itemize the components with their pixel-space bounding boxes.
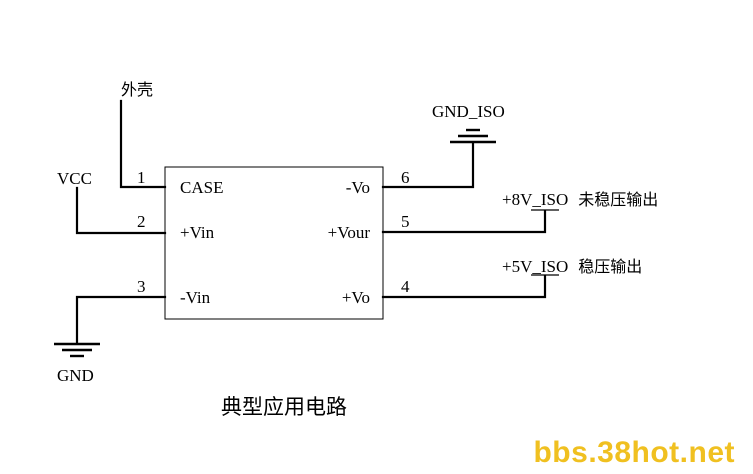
unregulated-output-wire: [381, 209, 547, 234]
watermark: bbs.38hot.net: [533, 436, 735, 469]
ground-symbol: [54, 342, 100, 358]
regulated-desc: 稳压输出: [578, 257, 642, 276]
pin-4-name: +Vo: [342, 288, 370, 307]
regulated-output-label: +5V_ISO 稳压输出: [502, 257, 642, 276]
vcc-wire: [75, 186, 167, 235]
gnd-label: GND: [57, 366, 94, 385]
casing-wire: [119, 99, 167, 189]
pin-3-number: 3: [137, 277, 146, 296]
pin-5-number: 5: [401, 212, 410, 231]
pin-1-name: CASE: [180, 178, 223, 197]
pin-2-number: 2: [137, 212, 146, 231]
unregulated-output-label: +8V_ISO 未稳压输出: [502, 190, 658, 209]
pin-3-name: -Vin: [180, 288, 211, 307]
unregulated-desc: 未稳压输出: [578, 190, 658, 209]
gnd-iso-wire: [381, 141, 475, 189]
iso-ground-symbol: [450, 128, 496, 144]
diagram-caption: 典型应用电路: [221, 395, 347, 419]
pin-5-name: +Vour: [328, 223, 371, 242]
pin-6-number: 6: [401, 168, 410, 187]
gnd-iso-label: GND_ISO: [432, 102, 505, 121]
unregulated-net: +8V_ISO: [502, 190, 568, 209]
gnd-wire: [75, 295, 167, 345]
pin-2-name: +Vin: [180, 223, 215, 242]
regulated-output-wire: [381, 274, 547, 299]
pin-4-number: 4: [401, 277, 410, 296]
casing-label: 外壳: [121, 80, 153, 99]
vcc-label: VCC: [57, 169, 92, 188]
module-body: [164, 166, 384, 320]
pin-1-number: 1: [137, 168, 146, 187]
regulated-net: +5V_ISO: [502, 257, 568, 276]
pin-6-name: -Vo: [346, 178, 370, 197]
